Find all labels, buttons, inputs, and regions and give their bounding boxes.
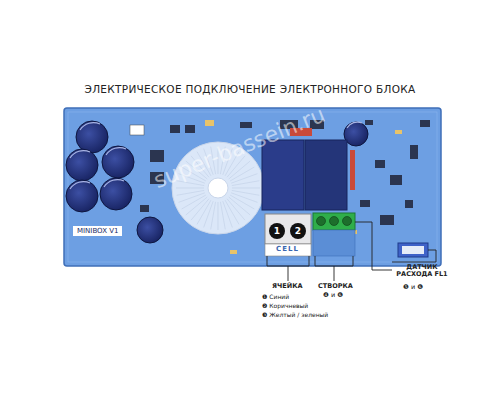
flow-connector (398, 243, 428, 257)
pin-numbers: ❺ и ❻ (403, 284, 423, 291)
cell-terminal (265, 214, 311, 244)
group-heading: ДАТЧИК РАСХОДА FL1 (394, 264, 450, 279)
wire-color: ❶ Синий (262, 294, 289, 301)
pin-numbers: ❹ и ❻ (323, 292, 343, 299)
relay (262, 140, 304, 210)
board-label: MINIBOX V1 (73, 226, 122, 236)
capacitor (66, 121, 368, 243)
group-heading: ЯЧЕЙКА (272, 283, 302, 290)
valve-terminal (313, 213, 355, 230)
group-heading: СТВОРКА (318, 283, 353, 290)
diagram-title: ЭЛЕКТРИЧЕСКОЕ ПОДКЛЮЧЕНИЕ ЭЛЕКТРОННОГО Б… (0, 83, 500, 95)
relay (305, 140, 347, 210)
wire-color: ❷ Коричневый (262, 303, 308, 310)
wire-color: ❸ Желтый / зеленый (262, 312, 328, 319)
callout-number: 1 (274, 226, 280, 236)
terminal-label: CELL (276, 245, 299, 253)
callout-number: 2 (295, 226, 301, 236)
